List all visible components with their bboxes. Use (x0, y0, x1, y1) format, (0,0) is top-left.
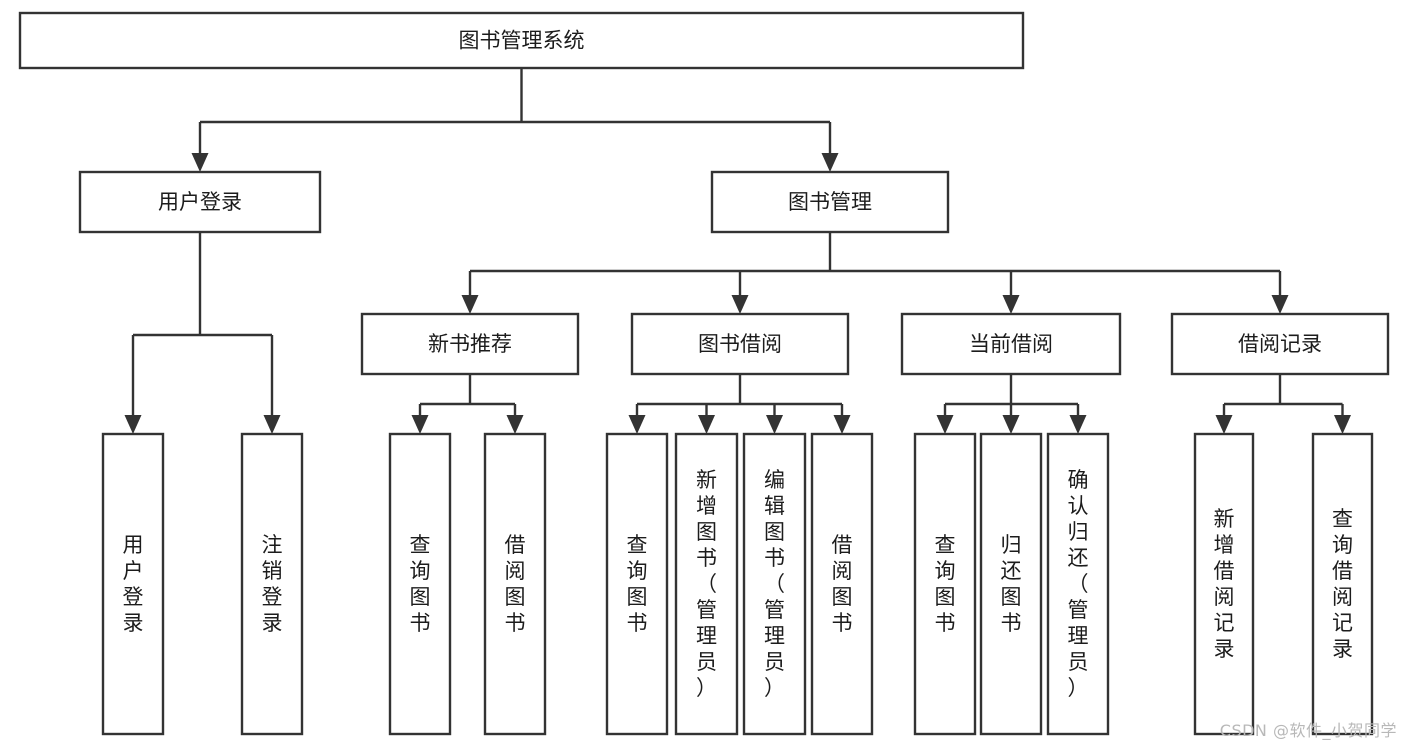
node-leaf-edit-book[interactable]: 编辑图书（管理员） (742, 432, 807, 736)
arrow-head-icon (936, 415, 954, 434)
node-leaf-query-record[interactable]: 查询借阅记录 (1311, 432, 1374, 736)
watermark-text: CSDN @软件_小贺同学 (1219, 721, 1397, 740)
arrow-head-icon (833, 415, 851, 434)
node-box (1170, 312, 1390, 376)
node-label: 借阅记录 (1238, 332, 1322, 356)
arrow-head-icon (698, 415, 715, 434)
node-label: 新增图书（管理员） (696, 468, 717, 700)
node-label: 查询图书 (627, 533, 648, 635)
node-box (240, 432, 304, 736)
arrow-head-icon (1271, 295, 1289, 314)
node-box (1311, 432, 1374, 736)
node-leaf-confirm-return[interactable]: 确认归还（管理员） (1046, 432, 1110, 736)
arrow-head-icon (461, 295, 479, 314)
arrow-head-icon (506, 415, 524, 434)
node-box (101, 432, 165, 736)
arrow-head-icon (1334, 415, 1351, 434)
node-box (630, 312, 850, 376)
node-box (360, 312, 580, 376)
node-box (78, 170, 322, 234)
node-label: 借阅图书 (832, 533, 853, 635)
node-label: 图书管理 (788, 190, 872, 214)
node-leaf-query-book-1[interactable]: 查询图书 (388, 432, 452, 736)
arrow-head-icon (821, 153, 839, 172)
node-box (1193, 432, 1255, 736)
node-box (483, 432, 547, 736)
node-leaf-borrow-book-1[interactable]: 借阅图书 (483, 432, 547, 736)
arrow-head-icon (731, 295, 749, 314)
node-leaf-query-book-3[interactable]: 查询图书 (913, 432, 977, 736)
node-label: 图书管理系统 (459, 29, 585, 53)
node-label: 图书借阅 (698, 332, 782, 356)
node-box (18, 11, 1025, 70)
node-label: 注销登录 (262, 533, 283, 635)
node-box (913, 432, 977, 736)
node-book-manage[interactable]: 图书管理 (710, 170, 950, 234)
node-new-book-rec[interactable]: 新书推荐 (360, 312, 580, 376)
arrow-head-icon (628, 415, 646, 434)
node-user-login[interactable]: 用户登录 (78, 170, 322, 234)
node-borrow-record[interactable]: 借阅记录 (1170, 312, 1390, 376)
node-box (674, 432, 739, 736)
node-book-borrow[interactable]: 图书借阅 (630, 312, 850, 376)
node-box (810, 432, 874, 736)
arrow-head-icon (1002, 295, 1020, 314)
node-label: 查询图书 (935, 533, 956, 635)
node-box (388, 432, 452, 736)
node-current-borrow[interactable]: 当前借阅 (900, 312, 1122, 376)
node-leaf-add-record[interactable]: 新增借阅记录 (1193, 432, 1255, 736)
node-label: 编辑图书（管理员） (764, 468, 785, 700)
node-label: 当前借阅 (969, 332, 1053, 356)
arrow-head-icon (124, 415, 142, 434)
node-leaf-add-book[interactable]: 新增图书（管理员） (674, 432, 739, 736)
node-label: 借阅图书 (505, 533, 526, 635)
arrow-head-icon (263, 415, 281, 434)
arrow-head-icon (191, 153, 209, 172)
connector-layer (124, 68, 1351, 434)
node-leaf-borrow-book-2[interactable]: 借阅图书 (810, 432, 874, 736)
node-layer: 图书管理系统用户登录图书管理新书推荐图书借阅当前借阅借阅记录用户登录注销登录查询… (18, 11, 1390, 736)
node-undefined[interactable]: 图书管理系统 (18, 11, 1025, 70)
node-box (710, 170, 950, 234)
node-leaf-return-book[interactable]: 归还图书 (979, 432, 1043, 736)
node-leaf-user-login[interactable]: 用户登录 (101, 432, 165, 736)
arrow-head-icon (1069, 415, 1087, 434)
node-label: 归还图书 (1001, 533, 1022, 635)
node-box (900, 312, 1122, 376)
node-box (979, 432, 1043, 736)
arrow-head-icon (1002, 415, 1020, 434)
node-label: 用户登录 (158, 190, 242, 214)
node-leaf-query-book-2[interactable]: 查询图书 (605, 432, 669, 736)
node-box (742, 432, 807, 736)
node-label: 用户登录 (123, 533, 144, 635)
arrow-head-icon (1215, 415, 1233, 434)
arrow-head-icon (411, 415, 429, 434)
node-label: 查询借阅记录 (1332, 507, 1353, 661)
node-label: 新书推荐 (428, 332, 512, 356)
node-label: 确认归还（管理员） (1068, 468, 1089, 700)
arrow-head-icon (766, 415, 783, 434)
node-label: 查询图书 (410, 533, 431, 635)
node-box (605, 432, 669, 736)
node-label: 新增借阅记录 (1214, 507, 1235, 661)
node-leaf-logout[interactable]: 注销登录 (240, 432, 304, 736)
node-box (1046, 432, 1110, 736)
